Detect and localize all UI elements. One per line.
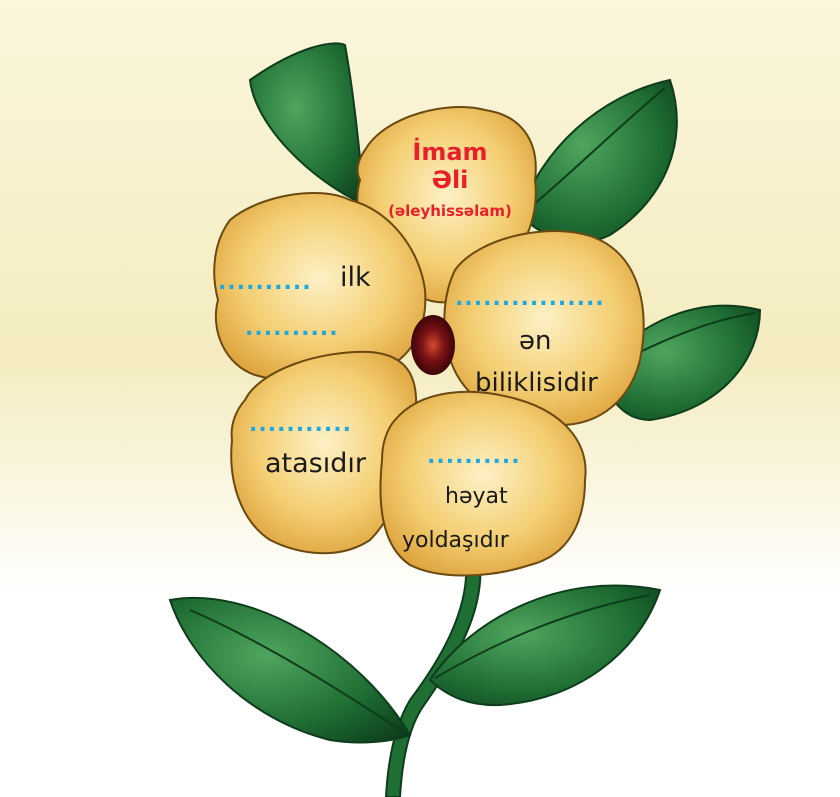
blank-atasidir-before[interactable]: ...........: [249, 414, 352, 436]
flower-center: [411, 315, 455, 375]
blank-right-petal[interactable]: ................: [455, 288, 605, 310]
title-line-1: İmam: [395, 138, 505, 166]
word-atasidir: atasıdır: [265, 448, 366, 479]
word-ilk: ilk: [340, 262, 371, 293]
word-en: ən: [519, 326, 551, 356]
word-heyat: həyat: [445, 484, 508, 509]
word-biliklisidir: biliklisidir: [475, 368, 598, 398]
blank-heyat-before[interactable]: ..........: [427, 446, 521, 468]
title-line-2: Əli: [395, 166, 505, 194]
blank-ilk-before[interactable]: ..........: [218, 272, 312, 294]
word-yoldasidir: yoldaşıdır: [402, 528, 509, 553]
title-line-3: (əleyhissəlam): [368, 202, 532, 220]
blank-ilk-after[interactable]: ..........: [245, 318, 339, 340]
